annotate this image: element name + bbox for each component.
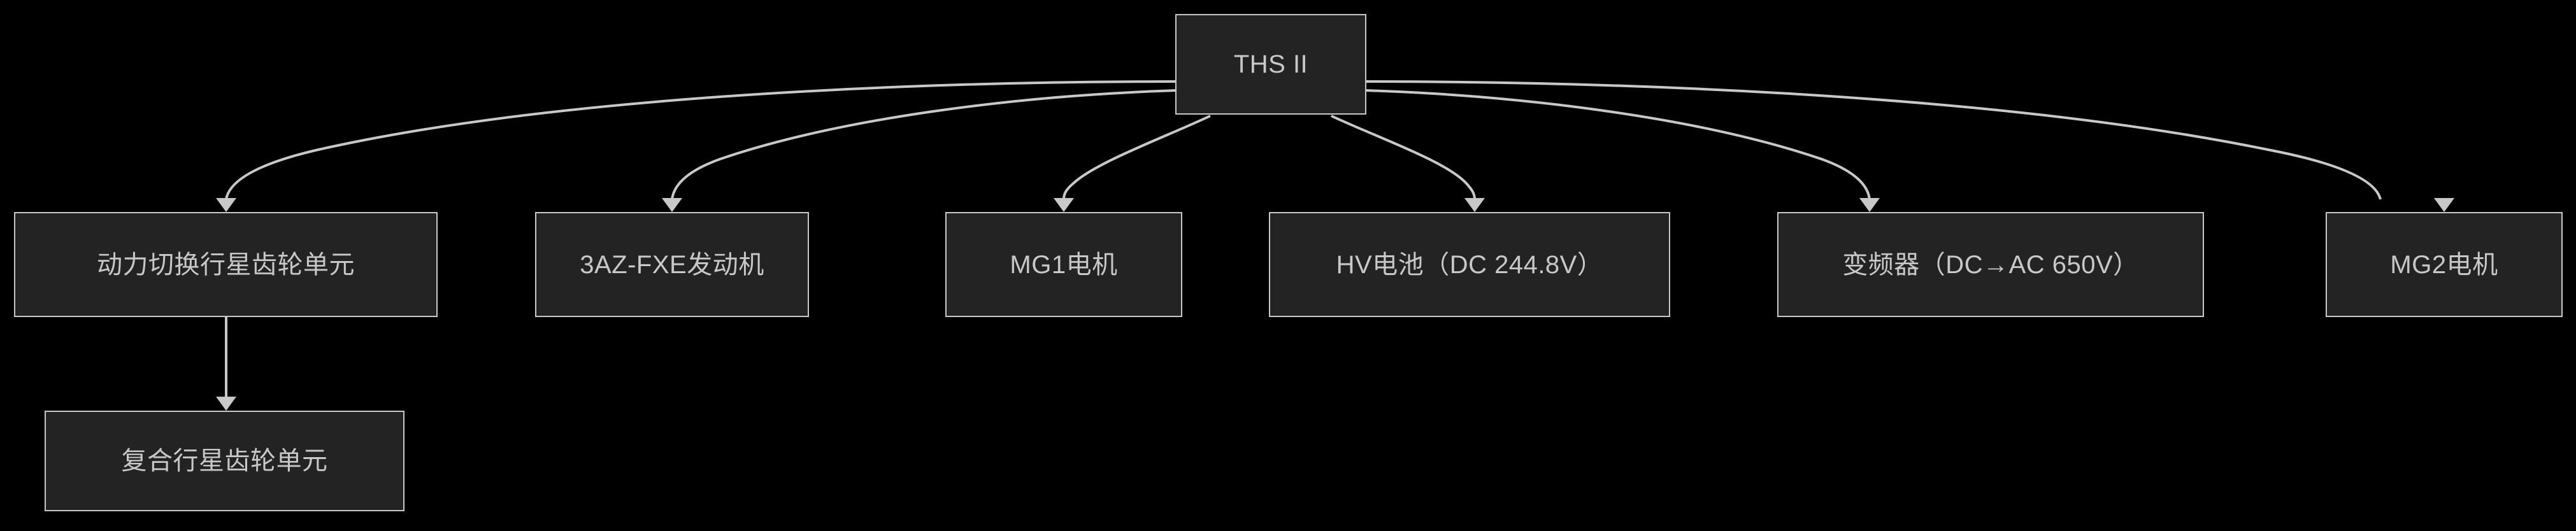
- node-inverter[interactable]: 变频器（DC→AC 650V）: [1777, 212, 2204, 317]
- edge-root-hv-battery: [1331, 115, 1476, 200]
- node-label-mg2: MG2电机: [2390, 250, 2498, 279]
- node-label-root: THS II: [1233, 50, 1308, 78]
- arrow-engine-icon: [662, 198, 682, 212]
- edge-root-mg2: [1364, 80, 2382, 200]
- node-root[interactable]: THS II: [1175, 14, 1366, 115]
- arrow-inverter-icon: [1859, 198, 1880, 212]
- edge-root-power-split: [225, 80, 1177, 200]
- node-label-hv-battery: HV电池（DC 244.8V）: [1336, 250, 1603, 279]
- node-mg1[interactable]: MG1电机: [945, 212, 1182, 317]
- node-power-split-planetary[interactable]: 动力切换行星齿轮单元: [14, 212, 438, 317]
- node-label-power-split-planetary: 动力切换行星齿轮单元: [97, 250, 355, 279]
- node-hv-battery[interactable]: HV电池（DC 244.8V）: [1269, 212, 1670, 317]
- arrow-mg1-icon: [1054, 198, 1074, 212]
- node-engine[interactable]: 3AZ-FXE发动机: [535, 212, 809, 317]
- node-label-mg1: MG1电机: [1010, 250, 1118, 279]
- node-label-compound-planetary: 复合行星齿轮单元: [121, 447, 328, 475]
- node-mg2[interactable]: MG2电机: [2326, 212, 2563, 317]
- arrow-power-split-icon: [216, 198, 236, 212]
- arrow-mg2-icon: [2434, 198, 2454, 212]
- node-compound-planetary[interactable]: 复合行星齿轮单元: [45, 411, 404, 511]
- node-label-engine: 3AZ-FXE发动机: [580, 250, 764, 279]
- arrow-hv-battery-icon: [1464, 198, 1485, 212]
- edge-root-inverter: [1364, 89, 1871, 200]
- arrow-compound-icon: [216, 397, 236, 411]
- node-label-inverter: 变频器（DC→AC 650V）: [1842, 250, 2139, 279]
- edge-root-engine: [671, 89, 1177, 200]
- edge-root-mg1: [1063, 115, 1211, 200]
